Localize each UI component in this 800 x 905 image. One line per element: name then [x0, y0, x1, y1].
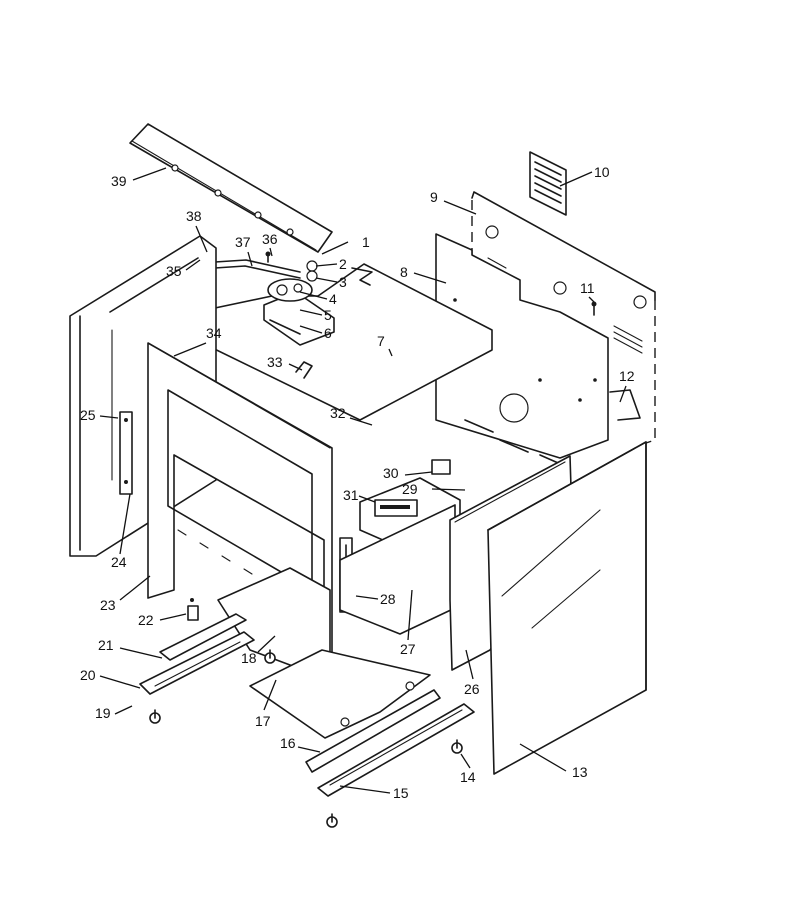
leader-line-37 — [247, 251, 253, 267]
leader-line-26 — [465, 649, 474, 680]
part-13-side-panel — [487, 441, 647, 775]
callout-label-7: 7 — [377, 333, 385, 349]
callout-label-15: 15 — [393, 785, 409, 801]
leader-line-6 — [299, 325, 323, 334]
callout-label-37: 37 — [235, 234, 251, 250]
part-22-clip — [187, 598, 199, 621]
callout-label-23: 23 — [100, 597, 116, 613]
leader-line-35 — [185, 259, 201, 271]
leader-line-29 — [431, 488, 466, 491]
leader-line-7 — [388, 348, 393, 357]
leader-line-11 — [588, 296, 595, 303]
leader-line-34 — [173, 342, 207, 357]
leader-line-10 — [559, 171, 593, 187]
callout-label-2: 2 — [339, 256, 347, 272]
leader-line-16 — [297, 746, 321, 753]
part-27-oven-bottom — [339, 504, 456, 635]
callout-label-9: 9 — [430, 189, 438, 205]
callout-label-26: 26 — [464, 681, 480, 697]
leader-lines — [99, 167, 627, 794]
leader-line-2 — [315, 263, 338, 267]
leader-line-33 — [288, 363, 303, 371]
callout-label-6: 6 — [324, 325, 332, 341]
leader-line-32 — [349, 417, 373, 426]
leader-line-27 — [407, 589, 413, 641]
part-17-bottom-plate — [249, 649, 431, 739]
callout-label-4: 4 — [329, 291, 337, 307]
leader-line-13 — [519, 743, 567, 772]
part-12-bracket — [609, 389, 641, 421]
callout-label-25: 25 — [80, 407, 96, 423]
leader-line-18 — [257, 635, 276, 653]
part-20-21-left-rails — [139, 613, 255, 695]
callout-label-17: 17 — [255, 713, 271, 729]
leader-line-36 — [269, 247, 273, 257]
part-15-16-right-rails — [305, 689, 475, 797]
callout-label-11: 11 — [580, 280, 595, 296]
callout-label-32: 32 — [330, 405, 346, 421]
leader-line-12 — [619, 385, 627, 403]
part-39-backguard — [129, 123, 333, 253]
callout-label-3: 3 — [339, 274, 347, 290]
leader-line-1 — [321, 241, 349, 255]
leader-line-23 — [119, 575, 151, 601]
leader-line-9 — [443, 200, 477, 215]
leader-line-25 — [99, 415, 119, 419]
callout-label-19: 19 — [95, 705, 111, 721]
callout-label-8: 8 — [400, 264, 408, 280]
leader-line-39 — [132, 167, 167, 181]
part-11-screw — [591, 301, 597, 316]
callout-label-35: 35 — [166, 263, 182, 279]
callout-label-20: 20 — [80, 667, 96, 683]
leader-line-20 — [99, 675, 141, 689]
callout-label-27: 27 — [400, 641, 416, 657]
callout-label-21: 21 — [98, 637, 114, 653]
leader-line-24 — [119, 493, 131, 555]
leader-line-31 — [358, 495, 376, 503]
callout-label-36: 36 — [262, 231, 278, 247]
callout-label-38: 38 — [186, 208, 202, 224]
callout-label-28: 28 — [380, 591, 396, 607]
leader-line-14 — [460, 753, 471, 769]
part-8-rear-panel — [435, 233, 609, 467]
callout-label-33: 33 — [267, 354, 283, 370]
leader-line-22 — [159, 613, 187, 621]
callout-label-13: 13 — [572, 764, 588, 780]
part-10-vent-grille — [529, 151, 567, 216]
callout-label-22: 22 — [138, 612, 154, 628]
leader-line-19 — [114, 705, 133, 715]
leader-line-15 — [339, 785, 391, 794]
callout-label-5: 5 — [324, 307, 332, 323]
part-14-leveling-leg — [451, 739, 463, 754]
callout-label-30: 30 — [383, 465, 399, 481]
leader-line-8 — [413, 272, 447, 284]
callout-label-34: 34 — [206, 325, 222, 341]
callout-label-39: 39 — [111, 173, 127, 189]
callout-label-29: 29 — [402, 481, 418, 497]
leader-line-21 — [119, 647, 163, 659]
callout-label-31: 31 — [343, 487, 359, 503]
callout-label-18: 18 — [241, 650, 257, 666]
callout-label-1: 1 — [362, 234, 370, 250]
leader-line-38 — [195, 225, 208, 253]
callout-label-16: 16 — [280, 735, 296, 751]
leader-line-30 — [404, 471, 433, 476]
callout-label-24: 24 — [111, 554, 127, 570]
callout-label-10: 10 — [594, 164, 610, 180]
leader-line-17 — [263, 679, 277, 711]
leader-line-28 — [355, 595, 379, 600]
leader-line-3 — [315, 277, 338, 283]
leader-line-5 — [299, 309, 323, 316]
callout-label-12: 12 — [619, 368, 635, 384]
part-19-leveling-leg — [149, 649, 338, 828]
callout-label-14: 14 — [460, 769, 476, 785]
part-33-bracket — [295, 361, 313, 379]
leader-line-4 — [299, 291, 328, 300]
